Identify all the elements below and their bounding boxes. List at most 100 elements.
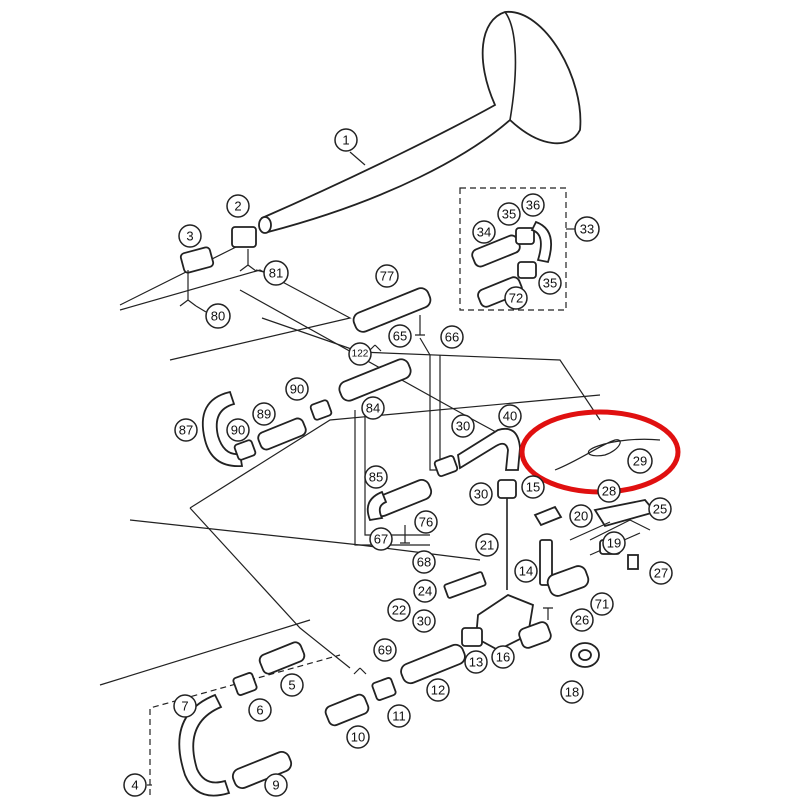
svg-text:3: 3 [186,229,193,244]
svg-text:24: 24 [418,584,432,599]
svg-text:27: 27 [654,566,668,581]
svg-text:18: 18 [565,685,579,700]
highlight-part-29 [519,409,681,495]
callout-30c: 30 [412,609,436,633]
svg-text:122: 122 [352,349,369,360]
callout-10: 10 [346,725,370,749]
callout-16: 16 [491,645,515,669]
callout-11: 11 [387,704,411,728]
horn-part-1 [258,11,582,234]
callout-36: 36 [521,193,545,217]
callout-68: 68 [412,550,436,574]
svg-text:16: 16 [496,650,510,665]
svg-text:34: 34 [477,225,491,240]
svg-text:2: 2 [234,199,241,214]
svg-text:20: 20 [574,509,588,524]
callout-27: 27 [649,561,673,585]
svg-text:10: 10 [351,730,365,745]
svg-text:12: 12 [431,683,445,698]
svg-text:35: 35 [543,276,557,291]
pipes-group-33 [471,220,552,308]
svg-text:84: 84 [366,401,380,416]
svg-text:67: 67 [374,532,388,547]
callout-9: 9 [264,773,288,797]
callout-66: 66 [440,325,464,349]
callout-90a: 90 [226,418,250,442]
svg-text:19: 19 [607,536,621,551]
svg-text:13: 13 [469,655,483,670]
svg-text:72: 72 [509,291,523,306]
pipes-center [433,427,521,590]
callout-13: 13 [464,650,488,674]
svg-text:15: 15 [526,480,540,495]
callout-30b: 30 [469,482,493,506]
callout-87: 87 [174,418,198,442]
svg-text:28: 28 [602,484,616,499]
pipes-lower-left [178,641,306,797]
callout-89: 89 [252,402,276,426]
callout-69: 69 [373,638,397,662]
svg-text:35: 35 [502,207,516,222]
valve-assembly [443,499,657,668]
callout-14: 14 [514,559,538,583]
callout-72: 72 [504,286,528,310]
callout-20: 20 [569,504,593,528]
svg-text:36: 36 [526,198,540,213]
callout-30a: 30 [451,414,475,438]
svg-text:87: 87 [179,423,193,438]
callout-18: 18 [560,680,584,704]
svg-text:22: 22 [392,603,406,618]
callout-35a: 35 [497,202,521,226]
callout-3: 3 [178,224,202,248]
callout-19: 19 [602,531,626,555]
svg-text:40: 40 [503,409,517,424]
svg-text:30: 30 [456,419,470,434]
svg-text:21: 21 [480,538,494,553]
callout-6: 6 [248,698,272,722]
callout-122: 122 [348,342,372,366]
callout-81: 81 [255,260,289,286]
svg-text:77: 77 [380,269,394,284]
svg-text:81: 81 [269,266,283,281]
svg-text:14: 14 [519,564,533,579]
callout-90b: 90 [285,377,309,401]
callout-22: 22 [387,598,411,622]
svg-text:9: 9 [272,778,279,793]
callout-40: 40 [498,404,522,428]
callout-71: 71 [590,592,614,616]
svg-text:85: 85 [369,470,383,485]
callout-12: 12 [426,678,450,702]
callout-84: 84 [361,396,385,420]
svg-text:66: 66 [445,330,459,345]
callout-25: 25 [648,497,672,521]
svg-text:90: 90 [290,382,304,397]
svg-text:26: 26 [575,613,589,628]
svg-text:29: 29 [633,454,647,469]
svg-text:30: 30 [417,614,431,629]
pipes-lower [324,643,466,727]
svg-text:69: 69 [378,643,392,658]
callout-29: 29 [627,448,653,474]
svg-text:7: 7 [181,699,188,714]
svg-text:30: 30 [474,487,488,502]
callout-7: 7 [173,694,197,718]
callout-24: 24 [413,579,437,603]
svg-text:90: 90 [231,423,245,438]
callout-85: 85 [364,465,388,489]
callout-4: 4 [123,773,152,797]
callout-80: 80 [195,303,231,329]
callout-35b: 35 [538,271,562,295]
svg-text:68: 68 [417,555,431,570]
callout-5: 5 [280,673,304,697]
callout-76: 76 [414,510,438,534]
callout-15: 15 [521,475,545,499]
callout-21: 21 [475,533,499,557]
callout-67: 67 [369,527,393,551]
callout-77: 77 [375,264,399,288]
svg-text:89: 89 [257,407,271,422]
svg-text:80: 80 [211,309,225,324]
svg-text:5: 5 [288,678,295,693]
svg-text:6: 6 [256,703,263,718]
callout-2: 2 [226,194,250,218]
